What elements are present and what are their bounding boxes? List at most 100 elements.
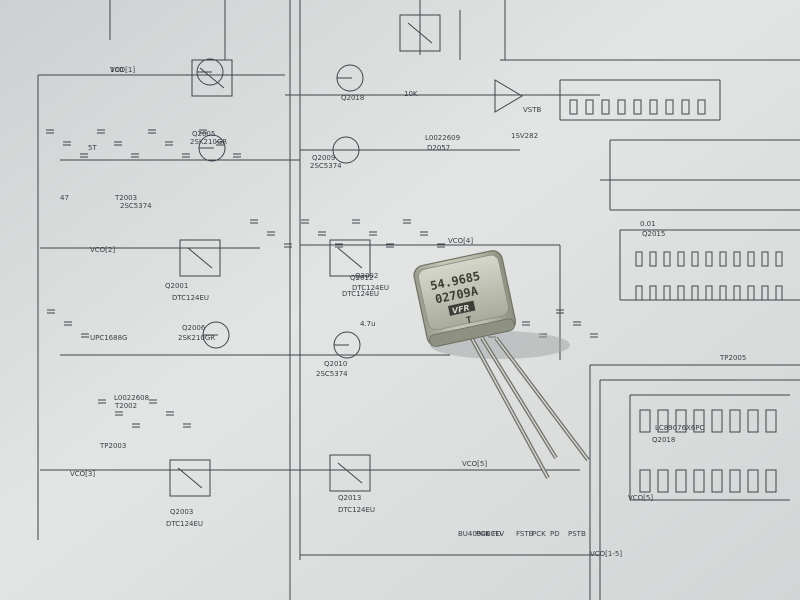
ic2-top-pin-4 (711, 409, 723, 433)
ic-bot-pin-0 (635, 285, 643, 301)
schematic-label-33: TP2005 (719, 354, 746, 362)
schematic-label-16: DTC124EU (338, 506, 375, 514)
ic2-bot-pin-7 (765, 469, 777, 493)
crystal-lead-mid-hl (481, 337, 557, 459)
schematic-label-30: L0022609 (425, 134, 460, 142)
transistor-block-0 (179, 239, 221, 277)
ic-bot-pin-7 (733, 285, 741, 301)
ic-top-pin-3 (677, 251, 685, 267)
schematic-label-11: Q2003 (170, 508, 193, 516)
op-amp-symbol (494, 79, 523, 113)
ic2-bot-pin-6 (747, 469, 759, 493)
schematic-label-14: DTC124EU (342, 290, 379, 298)
ic-bot-pin-10 (775, 285, 783, 301)
schematic-label-18: 2SK210GR (190, 138, 227, 146)
ic2-top-pin-3 (693, 409, 705, 433)
schematic-label-25: Q2018 (341, 94, 364, 102)
ic2-top-pin-7 (765, 409, 777, 433)
schematic-label-8: DTC124EU (172, 294, 209, 302)
ic-top-pin-2 (663, 251, 671, 267)
ic-top-pin-6 (719, 251, 727, 267)
schematic-label-5: VCO[5] (628, 494, 653, 502)
ic3-pin-8 (697, 99, 706, 115)
transistor-block-line-1 (337, 247, 363, 269)
schematic-label-10: DTC124EU (352, 284, 389, 292)
schematic-wiring (37, 0, 800, 600)
schematic-label-2: VCO[3] (70, 470, 95, 478)
schematic-label-3: VCO[4] (448, 237, 473, 245)
schematic-label-52: 100 (110, 66, 123, 74)
schematic-label-26: 2SC5374 (120, 202, 152, 210)
schematic-label-28: T2003 (114, 194, 137, 202)
ic3-pin-7 (681, 99, 690, 115)
schematic-label-19: Q2006 (182, 324, 206, 332)
ic3-pin-2 (601, 99, 610, 115)
crystal-can-base (429, 318, 515, 347)
ic3-pin-1 (585, 99, 594, 115)
ic-top-pin-5 (705, 251, 713, 267)
crystal-mark: T (466, 315, 474, 326)
schematic-label-42: FD (492, 530, 501, 538)
crystal-can: 54.9685 02709A VFR T (413, 250, 517, 347)
crystal-leads (468, 334, 590, 479)
schematic-label-45: PD (550, 530, 560, 538)
schematic-label-37: Q2015 (642, 230, 665, 238)
ic3-pin-3 (617, 99, 626, 115)
transistor-block-line-0 (187, 247, 213, 269)
crystal-lead-left-hl (469, 334, 549, 479)
schematic-label-51: 10K (404, 90, 418, 98)
schematic-label-15: Q2013 (338, 494, 361, 502)
ic-top-pin-4 (691, 251, 699, 267)
ic2-bot-pin-5 (729, 469, 741, 493)
ic2-top-pin-0 (639, 409, 651, 433)
schematic-label-43: FSTB (516, 530, 534, 538)
ic2-bot-pin-2 (675, 469, 687, 493)
ic-bot-pin-3 (677, 285, 685, 301)
transistor-block-line-5 (407, 22, 433, 44)
schematic-label-17: Q2005 (192, 130, 215, 138)
ic-top-pin-7 (733, 251, 741, 267)
ic-top-pin-9 (761, 251, 769, 267)
schematic-label-47: VSTB (523, 106, 542, 114)
schematic-label-7: Q2001 (165, 282, 188, 290)
schematic-label-46: PSTB (568, 530, 586, 538)
ic-bot-pin-5 (705, 285, 713, 301)
ic3-pin-0 (569, 99, 578, 115)
schematic-label-27: T2002 (114, 402, 137, 410)
ic-bot-pin-4 (691, 285, 699, 301)
ic-bot-pin-9 (761, 285, 769, 301)
ic2-top-pin-2 (675, 409, 687, 433)
schematic-label-9: Q2002 (355, 272, 378, 280)
transistor-block-line-2 (177, 467, 203, 489)
transistor-block-1 (329, 239, 371, 277)
ic-top-pin-1 (649, 251, 657, 267)
schematic-label-12: DTC124EU (166, 520, 203, 528)
ic2-bot-pin-1 (657, 469, 669, 493)
ic3-pin-6 (665, 99, 674, 115)
schematic-label-40: BU4094BCFV (458, 530, 504, 538)
ic-bot-pin-6 (719, 285, 727, 301)
schematic-label-35: 47 (60, 194, 69, 202)
ic-bot-pin-2 (663, 285, 671, 301)
schematic-label-24: 2SC5374 (316, 370, 348, 378)
schematic-label-0: VCO[1] (110, 66, 135, 74)
crystal-logo-box (447, 300, 476, 316)
ic-top-pin-10 (775, 251, 783, 267)
transistor-block-3 (329, 454, 371, 492)
crystal-lead-right-hl (495, 337, 589, 461)
schematic-label-23: Q2010 (324, 360, 347, 368)
ic2-bot-pin-4 (711, 469, 723, 493)
ic2-bot-pin-3 (693, 469, 705, 493)
schematic-label-38: LC89076X6PC (655, 424, 705, 432)
ic3-pin-5 (649, 99, 658, 115)
schematic-label-41: PCK (476, 530, 490, 538)
schematic-labels: VCO[1]VCO[2]VCO[3]VCO[4]VCO[5]VCO[5]VCO[… (60, 66, 746, 558)
schematic-label-29: L0022608 (114, 394, 149, 402)
schematic-label-44: PCK (532, 530, 546, 538)
transistor-block-line-3 (337, 462, 363, 484)
ic-bot-pin-1 (649, 285, 657, 301)
schematic-label-50: 4.7u (360, 320, 376, 328)
ic2-top-pin-6 (747, 409, 759, 433)
schematic-label-39: Q2018 (652, 436, 675, 444)
